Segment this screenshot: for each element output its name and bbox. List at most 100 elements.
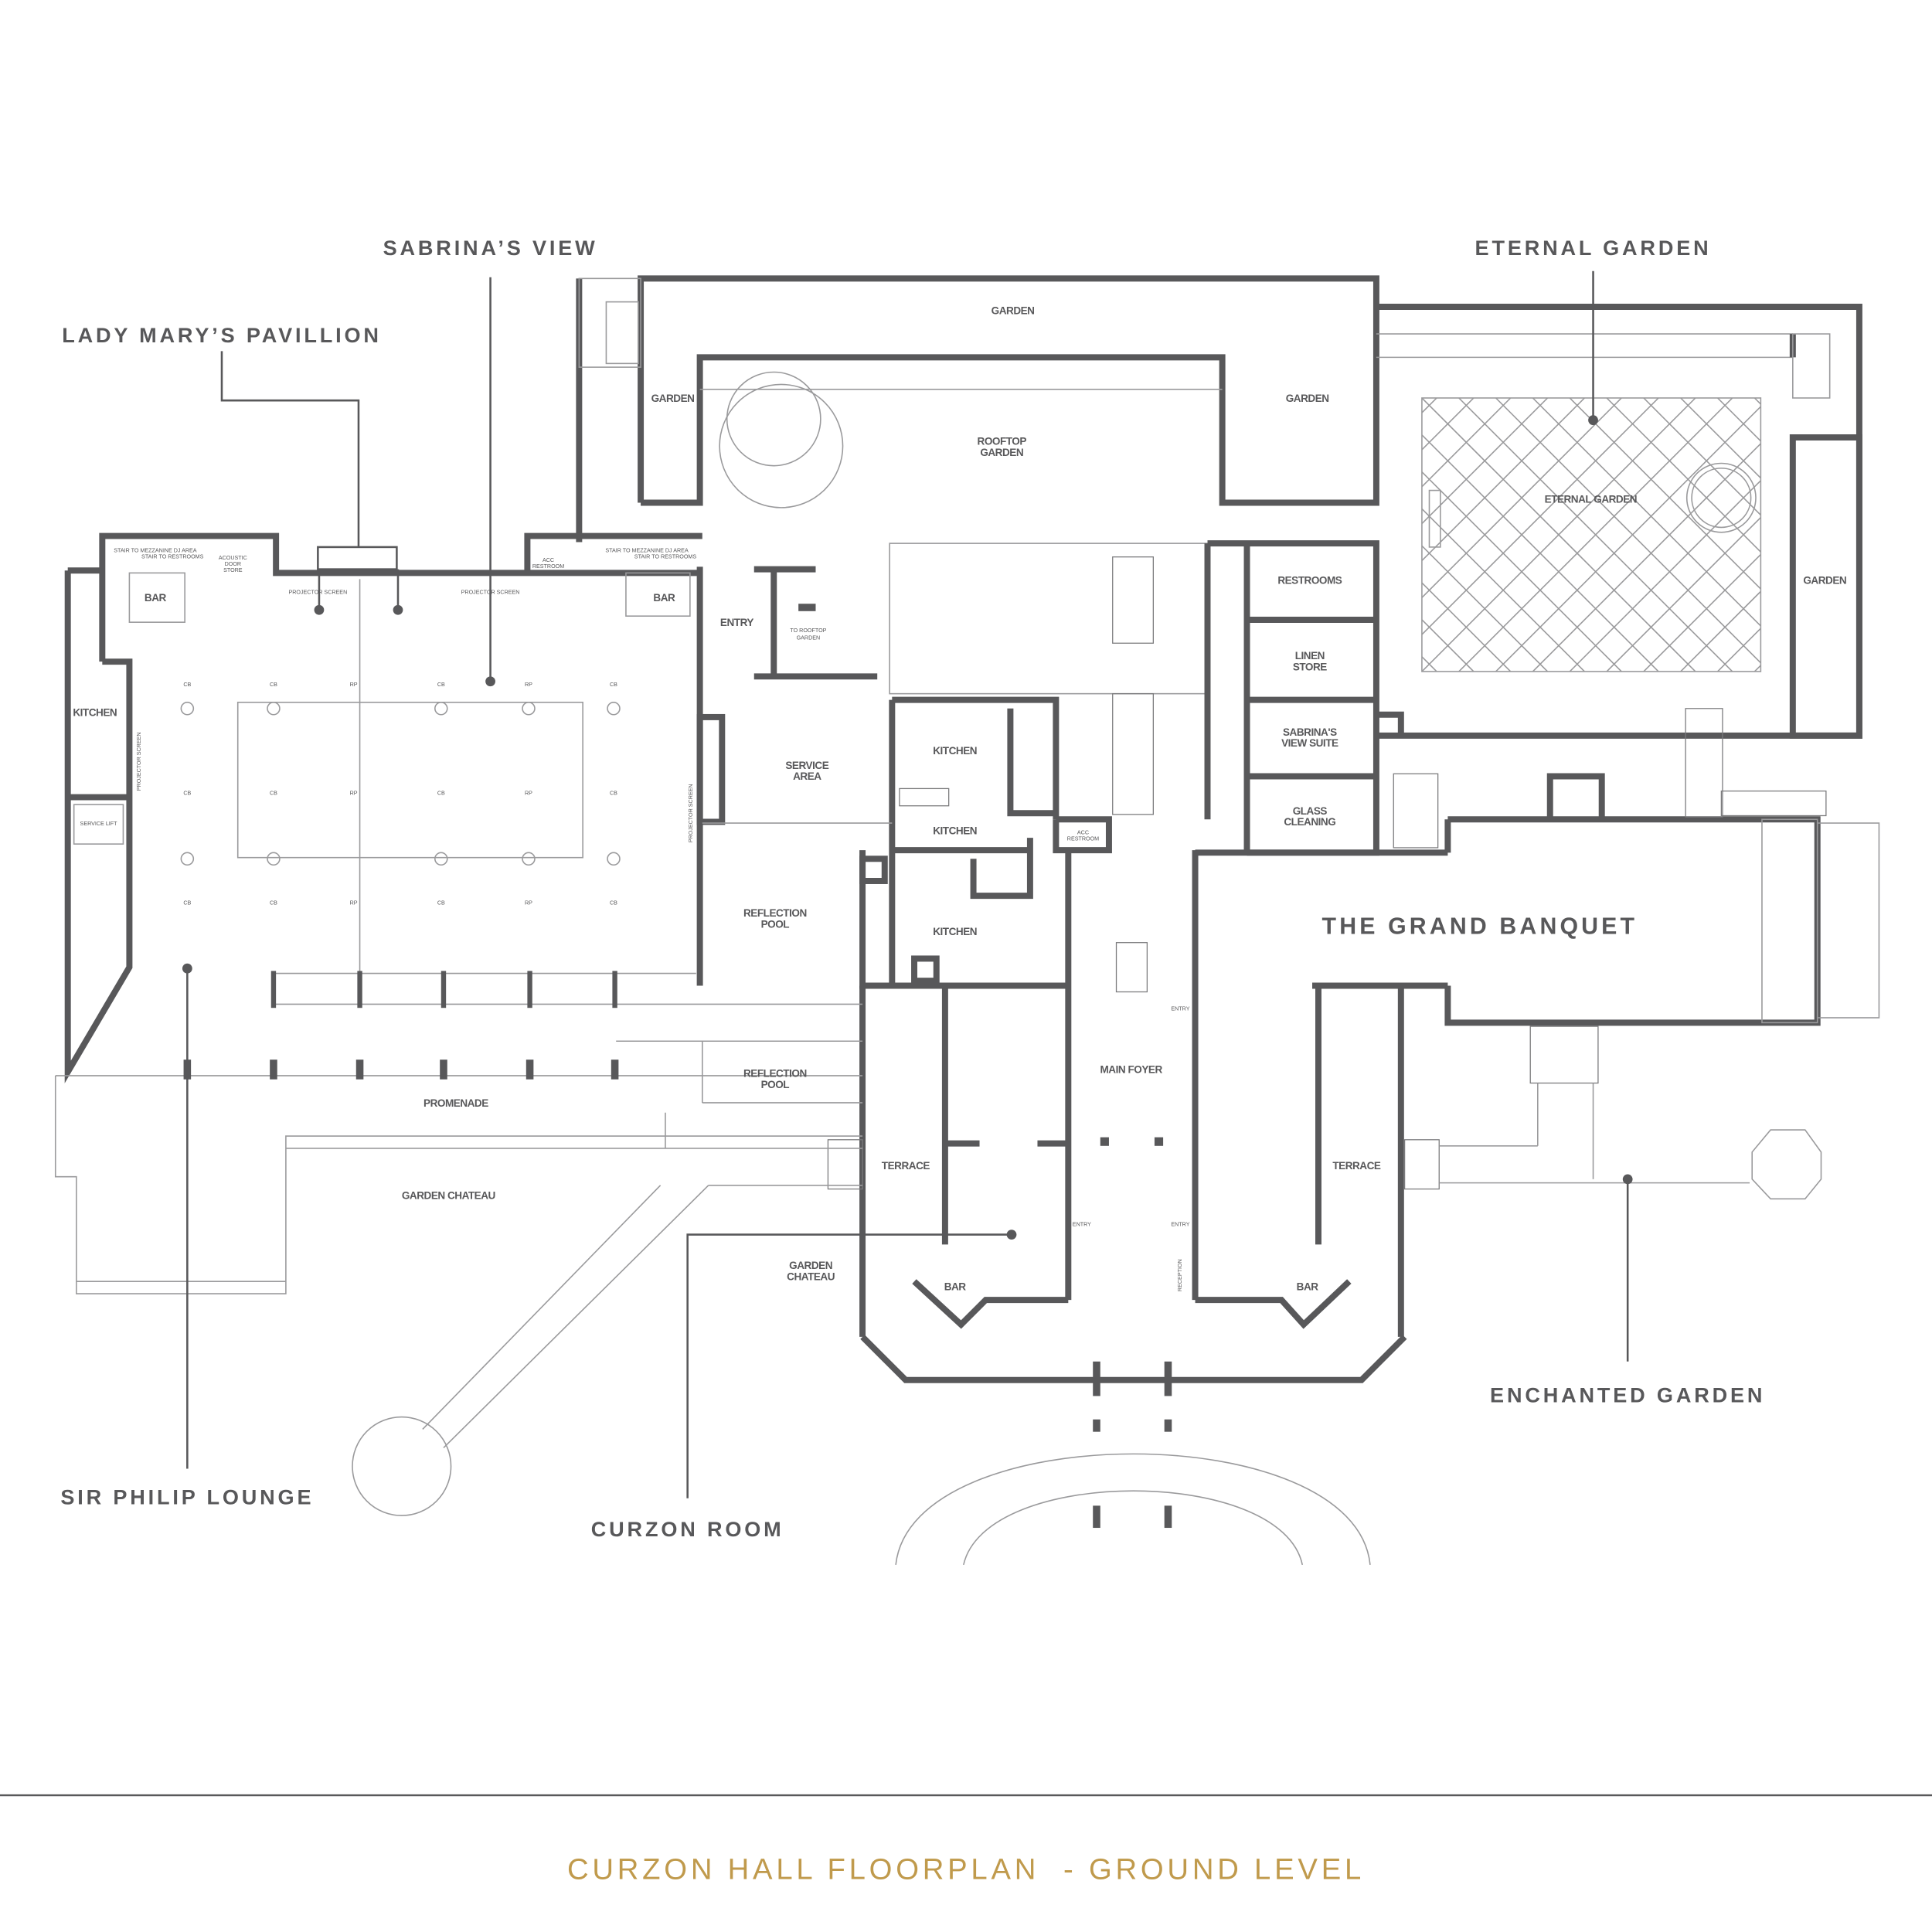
- eternal-garden-pattern: [1053, 397, 1932, 672]
- column: [270, 971, 277, 1009]
- room-label: STORE: [1293, 661, 1327, 672]
- lattice-line: [1421, 397, 1512, 488]
- fixture-label: CB: [270, 682, 277, 688]
- room-label: RESTROOM: [1067, 835, 1099, 842]
- lattice-line: [1866, 398, 1932, 672]
- lattice-line: [1680, 397, 1761, 479]
- garden-walls: [576, 275, 1862, 739]
- lattice-line: [1643, 553, 1761, 672]
- column: [357, 971, 362, 1009]
- lattice-line: [1532, 442, 1761, 672]
- room-label: ENTRY: [1171, 1221, 1189, 1227]
- fixture-label: CB: [437, 790, 445, 796]
- room-label: SERVICE LIFT: [80, 821, 118, 827]
- room-label: TO ROOFTOP: [790, 628, 826, 634]
- column: [612, 971, 617, 1009]
- room-label: ENTRY: [1073, 1221, 1091, 1227]
- floorplan-title: CURZON HALL FLOORPLAN - GROUND LEVEL: [567, 1852, 1365, 1886]
- room-label: TERRACE: [882, 1160, 930, 1172]
- room-label: POOL: [761, 1079, 790, 1090]
- room-label: ENTRY: [720, 617, 753, 628]
- room-label: GARDEN: [1803, 575, 1846, 587]
- room-label: CHATEAU: [787, 1271, 835, 1283]
- light-fixture: [180, 852, 195, 866]
- room-label: GARDEN: [797, 634, 821, 641]
- fixture-label: CB: [437, 682, 445, 688]
- lattice-line: [1421, 397, 1549, 525]
- lattice-line: [1126, 398, 1400, 672]
- fixture-label: CB: [270, 900, 277, 906]
- lattice-line: [1089, 398, 1362, 672]
- room-label: KITCHEN: [933, 926, 977, 937]
- lattice-line: [1421, 397, 1585, 562]
- room-label: BAR: [1297, 1281, 1319, 1292]
- lattice-line: [1903, 398, 1932, 672]
- room-label: ACC: [1077, 829, 1089, 835]
- room-label: MAIN FOYER: [1100, 1064, 1163, 1076]
- light-fixture: [522, 852, 536, 866]
- fixture-label: RP: [350, 682, 358, 688]
- light-fixture: [434, 852, 448, 866]
- lattice-line: [1126, 398, 1400, 672]
- lattice-line: [1421, 397, 1437, 414]
- lattice-line: [1680, 590, 1761, 672]
- lattice-line: [1643, 397, 1761, 516]
- room-label: DOOR: [225, 561, 241, 567]
- room-label: LINEN: [1295, 650, 1325, 662]
- column: [526, 1060, 534, 1080]
- room-label: REFLECTION: [743, 1067, 807, 1079]
- room-label: BAR: [653, 592, 675, 604]
- callout-leaders: [182, 270, 1633, 1498]
- room-label: GARDEN: [651, 393, 695, 404]
- room-label: KITCHEN: [73, 706, 117, 718]
- room-label: AREA: [793, 770, 821, 782]
- light-fixture: [180, 702, 195, 716]
- callout-grand-banquet: THE GRAND BANQUET: [1322, 914, 1638, 940]
- room-label: GARDEN: [980, 447, 1023, 458]
- room-label: KITCHEN: [933, 825, 977, 836]
- column: [440, 971, 447, 1009]
- fixture-label: CB: [610, 682, 617, 688]
- lattice-line: [1053, 398, 1326, 672]
- column: [611, 1060, 619, 1080]
- column: [440, 1060, 447, 1080]
- lattice-line: [1089, 398, 1362, 672]
- lattice-line: [1421, 397, 1622, 599]
- fixture-label: CB: [610, 790, 617, 796]
- fixture-label: CB: [183, 790, 191, 796]
- grand-banquet-walls: [1439, 708, 1880, 1200]
- column: [527, 971, 532, 1009]
- room-label: STORE: [223, 567, 243, 573]
- lattice-line: [1421, 397, 1659, 636]
- room-label: SABRINA'S: [1283, 726, 1337, 738]
- room-label: STAIR TO MEZZANINE DJ AREA: [114, 547, 197, 553]
- fixture-label: CB: [437, 900, 445, 906]
- room-label: GLASS: [1293, 805, 1328, 817]
- room-label: KITCHEN: [933, 745, 977, 757]
- callout-curzon-room: CURZON ROOM: [591, 1517, 784, 1541]
- room-labels: GARDEN GARDEN ROOFTOP GARDEN GARDEN ETER…: [73, 305, 1846, 1293]
- fixture-label: CB: [183, 682, 191, 688]
- room-label: PROJECTOR SCREEN: [288, 589, 347, 595]
- lattice-line: [1866, 398, 1932, 672]
- column: [270, 1060, 277, 1080]
- light-fixture: [607, 702, 621, 716]
- fixture-label: RP: [525, 790, 532, 796]
- lattice-line: [1421, 582, 1512, 672]
- foyer-walls: [827, 849, 1448, 1566]
- lattice-line: [1903, 398, 1932, 672]
- room-label: STAIR TO RESTROOMS: [634, 553, 697, 560]
- fixture-label: RP: [350, 900, 358, 906]
- light-fixture: [522, 702, 536, 716]
- room-label: BAR: [145, 592, 167, 604]
- lattice-line: [1569, 479, 1761, 672]
- light-fixture: [434, 702, 448, 716]
- callout-sabrinas-view: SABRINA’S VIEW: [383, 236, 598, 260]
- fixture-label: CB: [270, 790, 277, 796]
- lattice-line: [1421, 655, 1437, 672]
- callout-lady-marys-pavillion: LADY MARY’S PAVILLION: [62, 323, 382, 347]
- room-label: TERRACE: [1332, 1160, 1381, 1172]
- fixture-label: RP: [350, 790, 358, 796]
- entry-walls: [696, 566, 893, 986]
- callout-enchanted-garden: ENCHANTED GARDEN: [1490, 1383, 1765, 1406]
